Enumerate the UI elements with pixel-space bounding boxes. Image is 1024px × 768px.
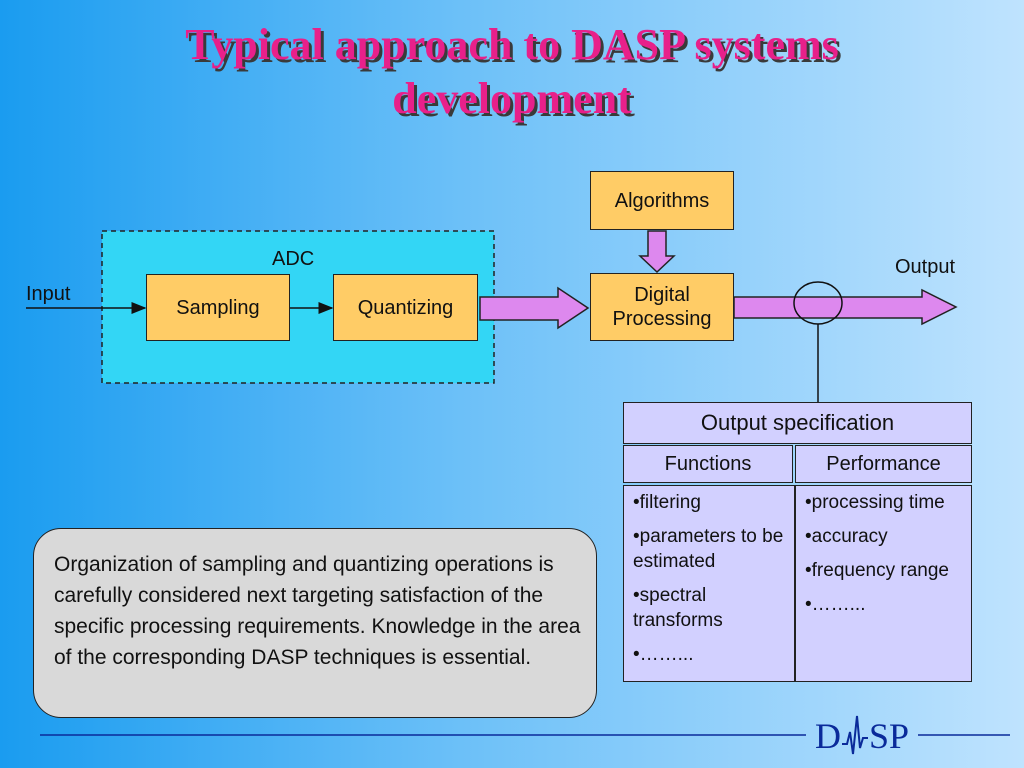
sampling-label: Sampling <box>176 296 260 319</box>
list-item: •spectral transforms <box>633 585 723 631</box>
spec-functions-list: •filtering •parameters to be estimated •… <box>623 485 795 682</box>
spec-functions-header: Functions <box>623 445 793 483</box>
note-text: Organization of sampling and quantizing … <box>54 553 581 669</box>
list-item: •accuracy <box>805 526 888 547</box>
waveform-icon <box>841 715 868 755</box>
digital-processing-line2: Processing <box>612 308 712 330</box>
logo-text-sp: SP <box>868 716 910 756</box>
algorithms-label: Algorithms <box>614 189 710 212</box>
list-item: •processing time <box>805 492 945 513</box>
spec-title: Output specification <box>700 410 895 435</box>
list-item: •……... <box>633 644 694 665</box>
logo-text-d: D <box>814 716 841 756</box>
sampling-block: Sampling <box>146 274 290 341</box>
digital-processing-block: Digital Processing <box>590 273 734 341</box>
adc-to-processing-arrow <box>479 286 590 330</box>
list-item: •filtering <box>633 492 701 513</box>
digital-processing-line1: Digital <box>634 284 690 306</box>
list-item: •frequency range <box>805 560 949 581</box>
algorithms-down-arrow <box>638 230 676 274</box>
page-title: Typical approach to DASP systems <box>185 20 839 69</box>
quantizing-label: Quantizing <box>357 296 454 319</box>
output-arrow <box>733 288 958 326</box>
page-title-line2: development <box>392 74 632 123</box>
spec-title-cell: Output specification <box>623 402 972 444</box>
list-item: •parameters to be estimated <box>633 526 784 572</box>
list-item: •……... <box>805 594 866 615</box>
spec-performance-header: Performance <box>795 445 972 483</box>
note-box: Organization of sampling and quantizing … <box>33 528 597 718</box>
algorithms-block: Algorithms <box>590 171 734 230</box>
output-label: Output <box>895 256 956 278</box>
input-label: Input <box>26 283 71 305</box>
adc-label: ADC <box>272 248 315 270</box>
spec-performance-list: •processing time •accuracy •frequency ra… <box>795 485 972 682</box>
dasp-logo: D SP <box>806 712 918 760</box>
quantizing-block: Quantizing <box>333 274 478 341</box>
performance-header-label: Performance <box>826 452 941 475</box>
functions-header-label: Functions <box>664 452 752 475</box>
